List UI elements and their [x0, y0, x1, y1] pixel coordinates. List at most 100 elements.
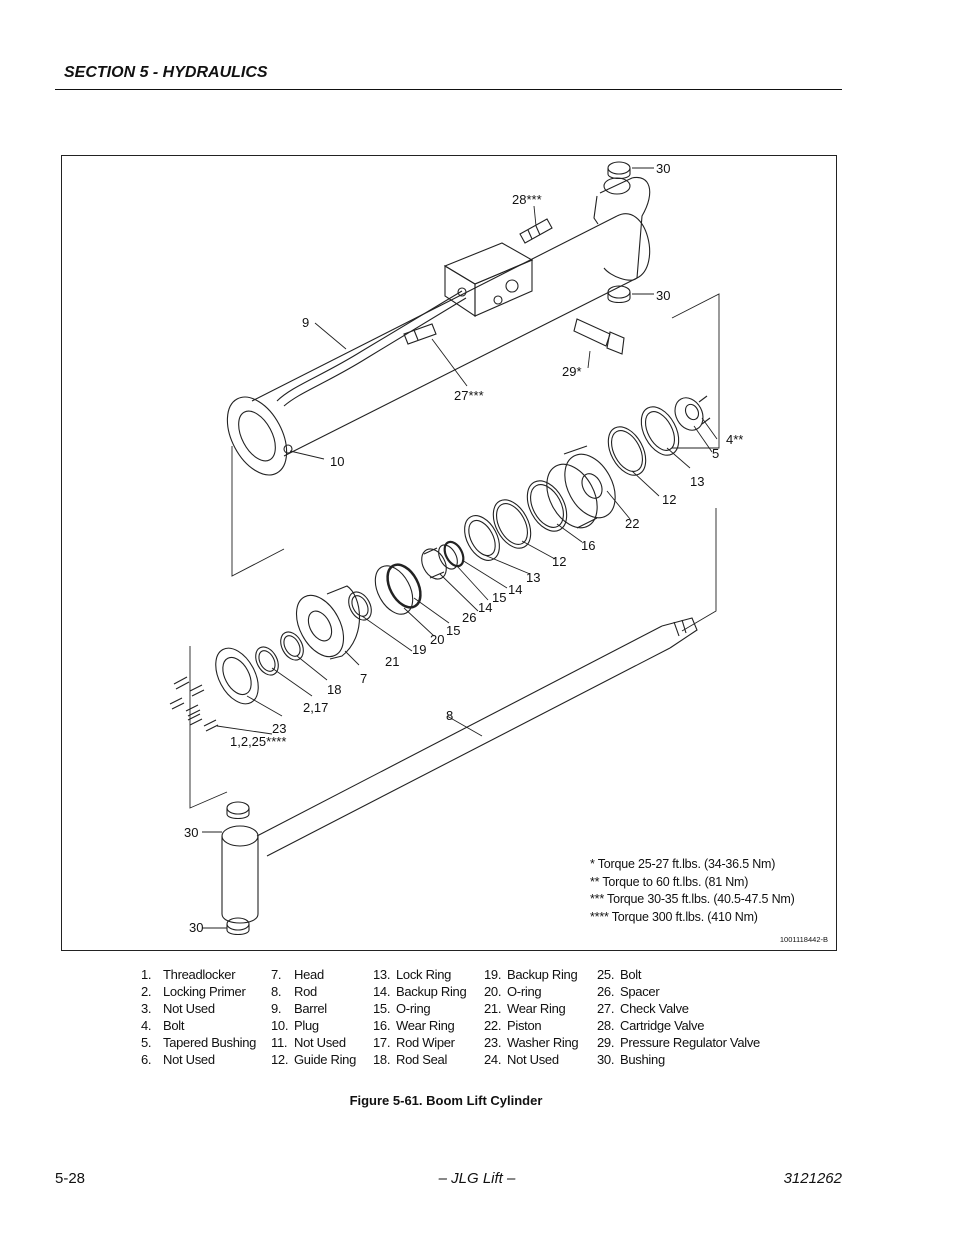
legend-column: 1.Threadlocker 2.Locking Primer 3.Not Us… [141, 966, 256, 1068]
callout-4: 4** [726, 432, 743, 447]
barrel-drawing [226, 176, 651, 476]
legend-item: 4.Bolt [141, 1017, 256, 1034]
legend-item: 28. Cartridge Valve [597, 1017, 760, 1034]
legend-item: 19.Backup Ring [484, 966, 578, 983]
legend-label: Rod Seal [396, 1052, 448, 1067]
exploded-view-figure: 30 28*** 30 9 29* 27*** 10 4** 5 13 12 2… [61, 155, 837, 951]
callout-30-bottom: 30 [189, 920, 203, 935]
callout-14-a: 14 [508, 582, 522, 597]
legend-item: 7.Head [271, 966, 356, 983]
callout-16: 16 [581, 538, 595, 553]
legend-label: Rod Wiper [396, 1035, 455, 1050]
legend-number: 27. [597, 1001, 615, 1016]
legend-number: 13. [373, 967, 391, 982]
legend-label: O-ring [396, 1001, 431, 1016]
legend-number: 10. [271, 1018, 289, 1033]
figure-id: 1001118442-B [779, 935, 828, 944]
torque-note: *** Torque 30-35 ft.lbs. (40.5-47.5 Nm) [590, 892, 795, 906]
callout-10: 10 [330, 454, 344, 469]
legend-number: 11. [271, 1035, 288, 1050]
piston-drawing [546, 445, 616, 529]
callout-30-second: 30 [656, 288, 670, 303]
cartridge-valve-drawing [519, 218, 553, 244]
legend-item: 27.Check Valve [597, 1000, 760, 1017]
callout-15-a: 15 [492, 590, 506, 605]
legend-number: 19. [484, 967, 502, 982]
legend-label: Plug [294, 1018, 319, 1033]
callout-21: 21 [385, 654, 399, 669]
legend-number: 22. [484, 1018, 502, 1033]
legend-item: 29.Pressure Regulator Valve [597, 1034, 760, 1051]
bolts-drawing [169, 676, 219, 732]
legend-item: 20. O-ring [484, 983, 578, 1000]
legend-label: Bolt [163, 1018, 185, 1033]
legend-label: Cartridge Valve [620, 1018, 705, 1033]
legend-column: 7.Head 8.Rod 9. Barrel 10. Plug 11. Not Use… [271, 966, 356, 1068]
legend-number: 9. [271, 1001, 282, 1016]
callout-27: 27*** [454, 388, 484, 403]
section-title: SECTION 5 - HYDRAULICS [64, 64, 268, 81]
legend-number: 17. [373, 1035, 391, 1050]
legend-number: 15. [373, 1001, 391, 1016]
legend-item: 3.Not Used [141, 1000, 256, 1017]
legend-number: 12. [271, 1052, 289, 1067]
legend-number: 20. [484, 984, 502, 999]
tapered-bushing-drawing [674, 395, 711, 431]
callout-9: 9 [302, 315, 309, 330]
legend-item: 10. Plug [271, 1017, 356, 1034]
legend-item: 22. Piston [484, 1017, 578, 1034]
legend-label: Not Used [163, 1052, 215, 1067]
callout-13-lower: 13 [526, 570, 540, 585]
callout-14-b: 14 [478, 600, 492, 615]
callout-20: 20 [430, 632, 444, 647]
callout-13-top: 13 [690, 474, 704, 489]
header-divider [55, 89, 842, 90]
callout-2-17: 2,17 [303, 700, 328, 715]
legend-item: 11. Not Used [271, 1034, 356, 1051]
legend-label: O-ring [507, 984, 542, 999]
legend-number: 14. [373, 984, 391, 999]
legend-number: 16. [373, 1018, 391, 1033]
torque-notes: * Torque 25-27 ft.lbs. (34-36.5 Nm) ** T… [590, 856, 795, 926]
legend-item: 9. Barrel [271, 1000, 356, 1017]
page-number: 5-28 [55, 1170, 86, 1187]
legend-item: 26.Spacer [597, 983, 760, 1000]
callout-19: 19 [412, 642, 426, 657]
legend-label: Not Used [294, 1035, 346, 1050]
legend-label: Barrel [294, 1001, 327, 1016]
rod-drawing [221, 617, 698, 924]
legend-item: 21. Wear Ring [484, 1000, 578, 1017]
legend-label: Wear Ring [507, 1001, 566, 1016]
callout-18: 18 [327, 682, 341, 697]
legend-number: 25. [597, 967, 615, 982]
legend-number: 21. [484, 1001, 502, 1016]
pressure-regulator-drawing [573, 318, 625, 355]
legend-item: 8.Rod [271, 983, 356, 1000]
callout-5: 5 [712, 446, 719, 461]
callout-22: 22 [625, 516, 639, 531]
legend-number: 28. [597, 1018, 615, 1033]
legend-label: Tapered Bushing [163, 1035, 257, 1050]
boom-lift-cylinder-drawing: 30 28*** 30 9 29* 27*** 10 4** 5 13 12 2… [169, 161, 743, 936]
legend-label: Washer Ring [507, 1035, 579, 1050]
legend-label: Spacer [620, 984, 660, 999]
legend-label: Backup Ring [396, 984, 467, 999]
legend-column: 13.Lock Ring 14. Backup Ring 15. O-ring 16… [373, 966, 467, 1068]
legend-item: 15. O-ring [373, 1000, 466, 1017]
legend-label: Rod [294, 984, 317, 999]
callout-30-top: 30 [656, 161, 670, 176]
callout-15-b: 15 [446, 623, 460, 638]
legend-item: 6.Not Used [141, 1051, 256, 1068]
legend-number: 18. [373, 1052, 391, 1067]
legend-item: 13.Lock Ring [373, 966, 466, 983]
legend-item: 16. Wear Ring [373, 1017, 466, 1034]
legend-label: Wear Ring [396, 1018, 455, 1033]
torque-note: **** Torque 300 ft.lbs. (410 Nm) [590, 909, 758, 924]
legend-number: 7. [271, 967, 282, 982]
torque-note: * Torque 25-27 ft.lbs. (34-36.5 Nm) [590, 857, 776, 871]
figure-caption: Figure 5-61. Boom Lift Cylinder [349, 1093, 543, 1108]
callout-7: 7 [360, 671, 367, 686]
legend-label: Piston [507, 1018, 542, 1033]
legend-label: Bolt [620, 967, 642, 982]
legend-number: 3. [141, 1001, 152, 1016]
